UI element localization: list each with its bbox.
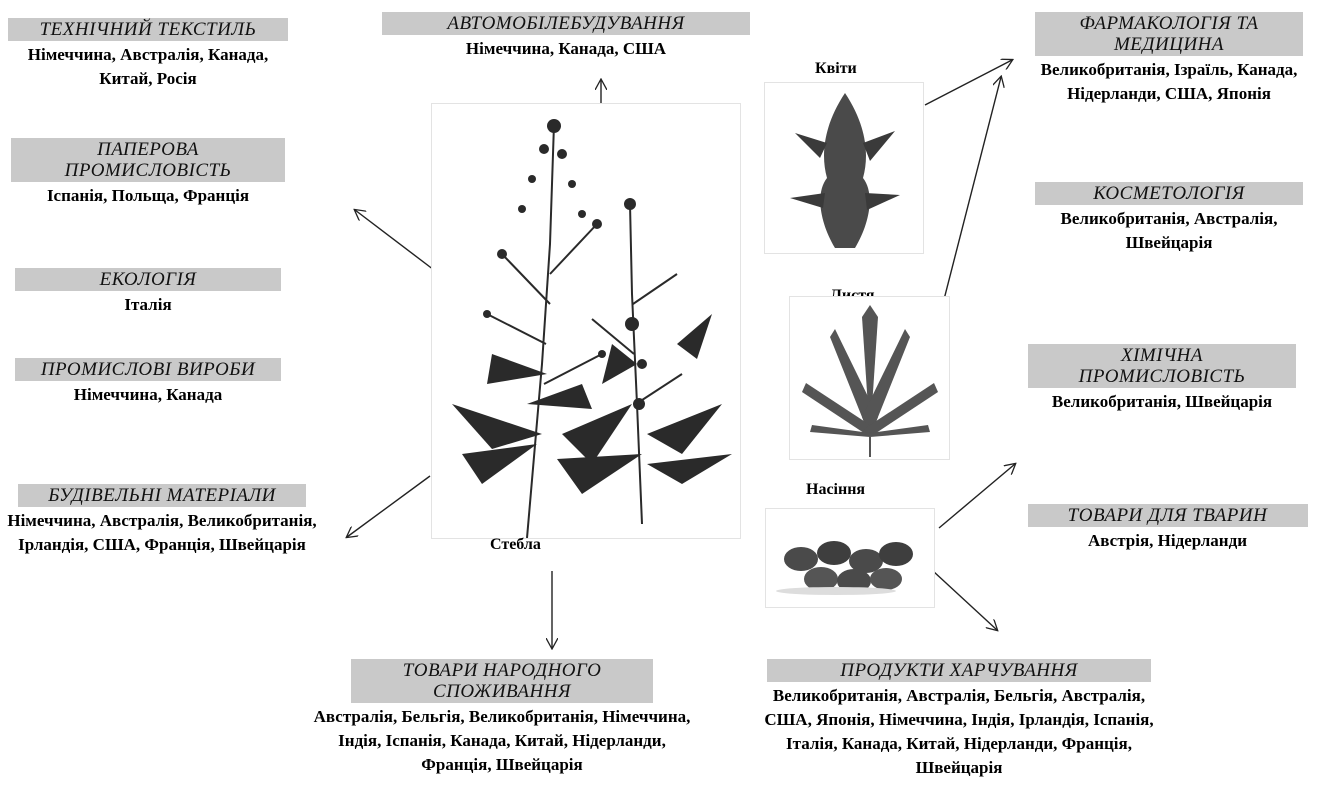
sector-title: Паперова промисловість [11, 138, 285, 182]
sector-countries: Німеччина, Канада [6, 383, 290, 407]
sector-consumer-goods: Товари народного споживання Австралія, Б… [306, 659, 698, 777]
sector-food-products: Продукти харчування Великобританія, Авст… [764, 659, 1154, 780]
hemp-plant-icon [432, 104, 740, 538]
sector-title: Хімічна промисловість [1028, 344, 1296, 388]
sector-countries: Італія [6, 293, 290, 317]
arrow-to-paper [355, 210, 434, 270]
sector-title: Промислові вироби [15, 358, 281, 381]
sector-countries: Австрія, Нідерланди [1020, 529, 1315, 553]
sector-countries: Німеччина, Австралія, Великобританія, Ір… [6, 509, 318, 557]
arrow-to-building [347, 476, 430, 537]
sector-countries: Великобританія, Ізраїль, Канада, Нідерла… [1023, 58, 1315, 106]
sector-pharmacology-medicine: Фармакологія та медицина Великобританія,… [1023, 12, 1315, 106]
sector-building-materials: Будівельні матеріали Німеччина, Австралі… [6, 484, 318, 557]
sector-title: Товари народного споживання [351, 659, 653, 703]
hemp-flower-icon [765, 83, 923, 253]
sector-pet-products: Товари для тварин Австрія, Нідерланди [1020, 504, 1315, 553]
sector-countries: Великобританія, Швейцарія [1008, 390, 1316, 414]
flowers-photo [764, 82, 924, 254]
sector-ecology: Екологія Італія [6, 268, 290, 317]
label-seeds: Насіння [806, 481, 865, 499]
arrow-to-animals [939, 464, 1015, 528]
sector-countries: Німеччина, Австралія, Канада, Китай, Рос… [6, 43, 290, 91]
hemp-seeds-icon [766, 509, 934, 607]
sector-title: Товари для тварин [1028, 504, 1308, 527]
sector-cosmetology: Косметологія Великобританія, Австралія, … [1023, 182, 1315, 255]
hemp-plant-illustration [431, 103, 741, 539]
label-stems: Стебла [490, 536, 541, 554]
sector-countries: Великобританія, Австралія, Бельгія, Авст… [764, 684, 1154, 780]
sector-countries: Німеччина, Канада, США [380, 37, 752, 61]
label-flowers: Квіти [815, 60, 857, 78]
sector-title: Технічний текстиль [8, 18, 288, 41]
seeds-photo [765, 508, 935, 608]
sector-automotive: Автомобілебудування Німеччина, Канада, С… [380, 12, 752, 61]
sector-countries: Великобританія, Австралія, Швейцарія [1023, 207, 1315, 255]
sector-industrial-products: Промислові вироби Німеччина, Канада [6, 358, 290, 407]
sector-title: Автомобілебудування [382, 12, 750, 35]
sector-title: Продукти харчування [767, 659, 1151, 682]
hemp-leaf-icon [790, 297, 949, 459]
sector-title: Косметологія [1035, 182, 1303, 205]
sector-title: Будівельні матеріали [18, 484, 306, 507]
leaf-photo [789, 296, 950, 460]
arrow-to-food [933, 571, 997, 630]
sector-title: Екологія [15, 268, 281, 291]
sector-chemical-industry: Хімічна промисловість Великобританія, Шв… [1008, 344, 1316, 414]
sector-technical-textile: Технічний текстиль Німеччина, Австралія,… [6, 18, 290, 91]
sector-paper-industry: Паперова промисловість Іспанія, Польща, … [6, 138, 290, 208]
sector-countries: Іспанія, Польща, Франція [6, 184, 290, 208]
sector-countries: Австралія, Бельгія, Великобританія, Німе… [306, 705, 698, 777]
sector-title: Фармакологія та медицина [1035, 12, 1303, 56]
